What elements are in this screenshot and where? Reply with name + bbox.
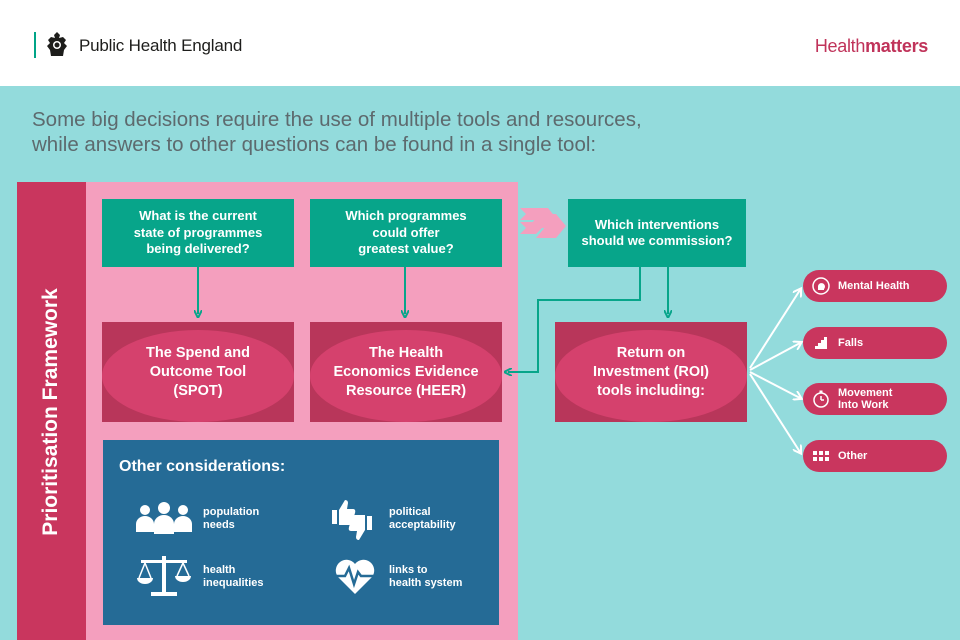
tool-line: The Spend and xyxy=(146,344,250,361)
consideration-links-health-system: links to health system xyxy=(389,564,462,590)
spot-tool-box: The Spend and Outcome Tool (SPOT) xyxy=(102,322,294,422)
tool-line: The Health xyxy=(368,344,444,361)
consideration-line: links to xyxy=(389,564,428,576)
roi-tool-mental-health: Mental Health xyxy=(803,270,947,302)
logo-rule xyxy=(34,32,36,58)
consideration-line: political xyxy=(389,506,431,518)
question-to-tool-arrows xyxy=(198,267,668,372)
roi-tool-other: Other xyxy=(803,440,947,472)
roi-tool-label: Movement Into Work xyxy=(838,387,892,411)
chevron-arrow-icon xyxy=(520,208,566,238)
other-considerations-box: Other considerations: population needs p… xyxy=(103,440,499,625)
roi-branch-arrows xyxy=(749,290,800,452)
question-line: Which interventions xyxy=(594,216,720,232)
question-line: state of programmes xyxy=(133,224,263,240)
tool-text: The Health Economics Evidence Resource (… xyxy=(310,322,502,422)
consideration-political-acceptability: political acceptability xyxy=(389,506,456,532)
consideration-population-needs: population needs xyxy=(203,506,259,532)
framework-band xyxy=(17,182,86,640)
consideration-line: health system xyxy=(389,577,463,589)
tool-oval xyxy=(310,330,502,422)
tool-line: Outcome Tool xyxy=(149,363,247,380)
stopwatch-icon xyxy=(813,390,829,408)
question-line: being delivered? xyxy=(146,241,250,257)
tool-text: The Spend and Outcome Tool (SPOT) xyxy=(102,322,294,422)
tool-line: (SPOT) xyxy=(173,382,223,399)
question-line: Which programmes xyxy=(345,208,467,224)
consideration-line: needs xyxy=(203,519,235,531)
tool-line: Resource (HEER) xyxy=(345,382,467,399)
royal-crest-icon xyxy=(47,32,67,56)
roi-tool-line: Other xyxy=(838,450,868,462)
tool-text: Return on Investment (ROI) tools includi… xyxy=(555,322,747,422)
head-icon xyxy=(812,277,830,295)
tool-line: Economics Evidence xyxy=(333,363,479,380)
heer-tool-box: The Health Economics Evidence Resource (… xyxy=(310,322,502,422)
question-line: What is the current xyxy=(139,208,257,224)
roi-tool-line: Falls xyxy=(838,337,864,349)
grid-icon xyxy=(813,451,829,461)
considerations-title: Other considerations: xyxy=(119,458,286,475)
roi-tool-line: Mental Health xyxy=(838,280,910,292)
roi-tool-label: Mental Health xyxy=(838,280,910,292)
health-matters-brand: Healthmatters xyxy=(815,36,928,57)
stairs-icon xyxy=(815,337,827,349)
consideration-line: inequalities xyxy=(203,577,264,589)
roi-tool-line: Into Work xyxy=(838,399,889,411)
question-line: greatest value? xyxy=(358,241,454,257)
question-line: should we commission? xyxy=(581,233,733,248)
tool-oval xyxy=(555,330,747,422)
thumbs-up-down-icon xyxy=(332,500,372,540)
roi-tool-line: Movement xyxy=(838,387,893,399)
roi-tool-falls: Falls xyxy=(803,327,947,359)
roi-tool-movement-into-work: Movement Into Work xyxy=(803,383,947,415)
intro-text: Some big decisions require the use of mu… xyxy=(32,107,732,157)
question-which-interventions: Which interventions should we commission… xyxy=(568,199,746,267)
consideration-line: health xyxy=(203,564,236,576)
intro-line-2: while answers to other questions can be … xyxy=(32,133,597,156)
brand-bold: matters xyxy=(865,36,928,56)
consideration-health-inequalities: health inequalities xyxy=(203,564,264,590)
intro-line-1: Some big decisions require the use of mu… xyxy=(32,108,642,131)
roi-tool-label: Falls xyxy=(838,337,863,349)
question-greatest-value: Which programmes could offer greatest va… xyxy=(310,199,502,267)
tool-oval xyxy=(102,330,294,422)
roi-tool-box: Return on Investment (ROI) tools includi… xyxy=(555,322,747,422)
consideration-line: acceptability xyxy=(389,519,456,531)
tool-line: Investment (ROI) xyxy=(592,363,709,380)
roi-tool-label: Other xyxy=(838,450,867,462)
people-icon xyxy=(136,502,192,534)
heart-pulse-icon xyxy=(335,559,375,594)
tool-line: tools including: xyxy=(597,382,705,399)
brand-light: Health xyxy=(814,36,866,56)
tool-line: Return on xyxy=(616,344,686,361)
organisation-name: Public Health England xyxy=(79,36,243,55)
question-line: could offer xyxy=(372,224,440,240)
scales-icon xyxy=(137,556,191,596)
question-current-state: What is the current state of programmes … xyxy=(102,199,294,267)
consideration-line: population xyxy=(203,506,260,518)
header-bar: Public Health England Healthmatters xyxy=(0,0,960,86)
